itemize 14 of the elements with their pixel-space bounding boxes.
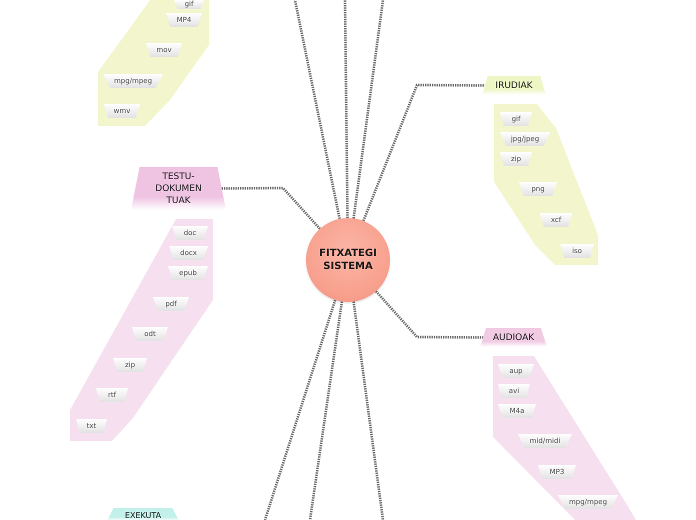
connector-line	[308, 301, 344, 520]
category-topic: AUDIOAK	[480, 328, 547, 347]
connector-line	[344, 0, 349, 218]
connector-line	[294, 0, 341, 220]
category-topic: IRUDIAK	[482, 76, 546, 95]
connector-line	[352, 0, 384, 219]
connector-line	[362, 84, 486, 222]
connector-line	[221, 186, 321, 230]
category-topic: TESTU- DOKUMEN TUAK	[131, 167, 226, 210]
connector-line	[264, 300, 336, 520]
connector-line	[375, 290, 484, 339]
category-topic: EXEKUTA	[107, 508, 179, 520]
central-topic-circle: FITXATEGI SISTEMA	[306, 218, 390, 302]
connector-line	[352, 301, 384, 520]
